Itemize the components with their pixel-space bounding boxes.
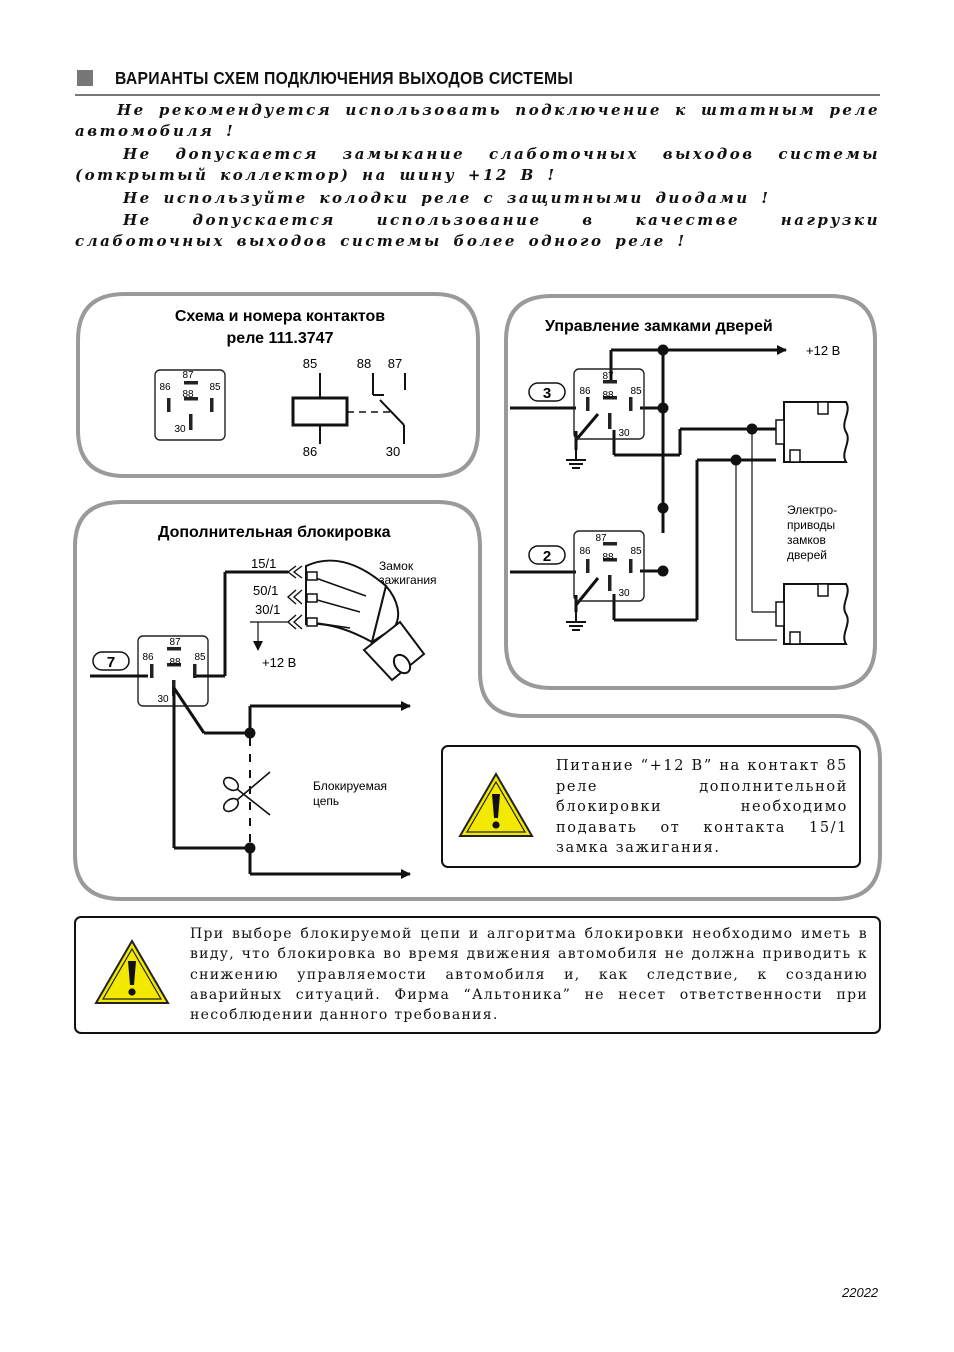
block-plus12-label: +12 В (262, 655, 296, 670)
output-7-badge (92, 651, 130, 671)
header-square-icon (77, 70, 93, 86)
output-3-label: 3 (543, 385, 551, 402)
schematic-pin-30: 30 (386, 444, 400, 459)
block-relay-88: 88 (169, 657, 181, 668)
door-relay-bottom-30: 30 (618, 588, 630, 599)
relay-pin-85: 85 (209, 382, 221, 393)
output-2-badge (528, 545, 566, 565)
ground-icon (565, 449, 587, 469)
relay-pin-30: 30 (174, 424, 186, 435)
block-relay-85: 85 (194, 652, 206, 663)
actuator-label-2: приводы (787, 518, 835, 532)
schematic-pin-87: 87 (388, 356, 402, 371)
output-3-badge (528, 382, 566, 402)
door-actuator-bottom (775, 583, 849, 645)
block-relay-87: 87 (169, 637, 181, 648)
output-2-label: 2 (543, 548, 551, 565)
door-relay-bottom-87: 87 (595, 533, 607, 544)
block-thin-wiring (250, 621, 288, 651)
blocking-power-note: Питание “+12 В” на контакт 85 реле допол… (556, 758, 848, 856)
blocked-circuit-label-2: цепь (313, 794, 339, 808)
relay-pin-88: 88 (182, 389, 194, 400)
block-relay-30: 30 (157, 694, 169, 705)
relay-schematic (291, 373, 406, 444)
door-relay-bottom (573, 530, 645, 602)
warning-icon (459, 773, 533, 837)
blocking-safety-note: При выборе блокируемой цепи и алгоритма … (190, 926, 868, 1024)
ignition-switch-icon (305, 559, 426, 682)
door-panel-title: Управление замками дверей (545, 318, 773, 335)
block-panel-title: Дополнительная блокировка (158, 524, 391, 541)
door-actuator-top (775, 401, 849, 463)
scissors-icon (222, 771, 271, 816)
ground-icon (565, 611, 587, 631)
warning-text-2: Не допускается замыкание слаботочных вых… (75, 145, 880, 184)
note2-frame (74, 916, 881, 1034)
terminal-15-1: 15/1 (251, 556, 276, 571)
relay-panel-title-1: Схема и номера контактов (175, 308, 385, 325)
note1-frame (441, 745, 861, 868)
door-relay-top-88: 88 (602, 390, 614, 401)
door-relay-bottom-88: 88 (602, 552, 614, 563)
terminal-50-1: 50/1 (253, 583, 278, 598)
warning-text-1: Не рекомендуется использовать подключени… (75, 101, 880, 140)
section-title: ВАРИАНТЫ СХЕМ ПОДКЛЮЧЕНИЯ ВЫХОДОВ СИСТЕМ… (115, 68, 574, 88)
ignition-wire-arrows (286, 565, 303, 630)
door-panel-frame (504, 294, 877, 690)
relay-pin-87: 87 (182, 370, 194, 381)
ignition-label-1: Замок (379, 559, 414, 573)
door-thin-wiring (735, 429, 777, 641)
block-relay-86: 86 (142, 652, 154, 663)
door-plus12-label: +12 В (806, 343, 840, 358)
door-relay-bottom-86: 86 (579, 546, 591, 557)
door-relay-top-87: 87 (602, 371, 614, 382)
warning-icon (95, 940, 169, 1004)
door-relay-top-85: 85 (630, 386, 642, 397)
output-7-label: 7 (107, 654, 115, 671)
schematic-pin-85: 85 (303, 356, 317, 371)
door-relay-top-86: 86 (579, 386, 591, 397)
section-header: ВАРИАНТЫ СХЕМ ПОДКЛЮЧЕНИЯ ВЫХОДОВ СИСТЕМ… (75, 68, 880, 96)
door-relay-top-30: 30 (618, 428, 630, 439)
door-junctions (657, 344, 758, 577)
relay-pin-86: 86 (159, 382, 171, 393)
terminal-30-1: 30/1 (255, 602, 280, 617)
blocked-circuit-label-1: Блокируемая (313, 779, 387, 793)
block-wiring (90, 570, 411, 879)
block-panel-frame (73, 500, 882, 901)
block-junctions (244, 727, 256, 854)
relay-panel-frame (76, 292, 480, 478)
warning-text-3: Не используйте колодки реле с защитными … (123, 189, 771, 207)
actuator-label-3: замков (787, 533, 826, 547)
schematic-pin-86: 86 (303, 444, 317, 459)
relay-panel-title-2: реле 111.3747 (227, 330, 334, 347)
ignition-label-2: зажигания (379, 573, 437, 587)
schematic-pin-88: 88 (357, 356, 371, 371)
warning-text-4: Не допускается использование в качестве … (75, 211, 880, 250)
actuator-label-4: дверей (787, 548, 827, 562)
page-number: 22022 (842, 1285, 879, 1300)
actuator-label-1: Электро- (787, 503, 837, 517)
door-relay-bottom-85: 85 (630, 546, 642, 557)
